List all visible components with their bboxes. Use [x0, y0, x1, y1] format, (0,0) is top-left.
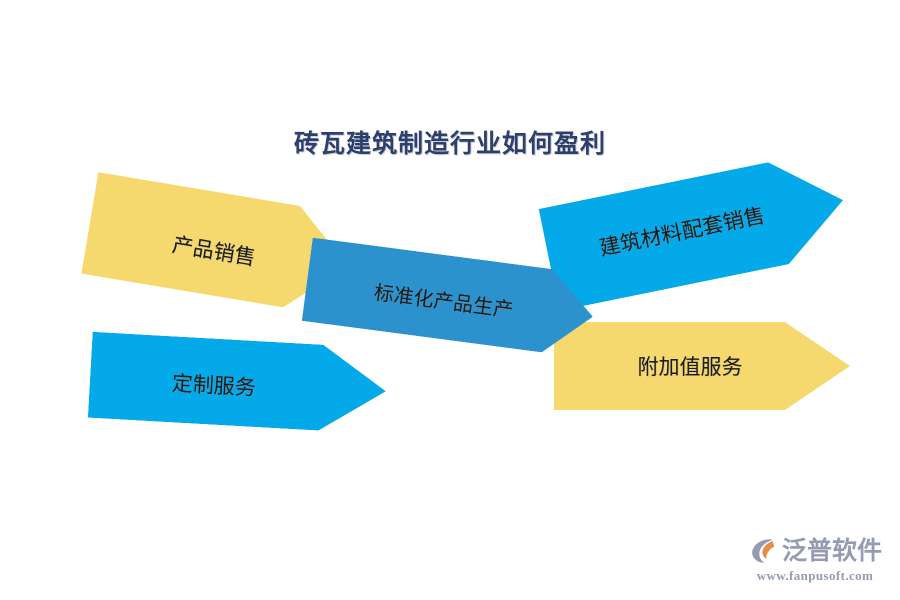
arrow-standard-production-label: 标准化产品生产 — [372, 281, 515, 322]
arrow-value-added-service[interactable]: 附加值服务 — [554, 322, 850, 410]
page-title: 砖瓦建筑制造行业如何盈利 — [293, 131, 606, 158]
brand-logo: 泛普软件 www.fanpusoft.com — [748, 536, 882, 584]
arrow-value-added-service-label: 附加值服务 — [637, 355, 743, 379]
brand-url: www.fanpusoft.com — [756, 568, 874, 583]
arrow-product-sales-label: 产品销售 — [170, 231, 258, 270]
fanpu-swoosh-icon — [748, 536, 778, 566]
arrow-custom-service-label: 定制服务 — [171, 371, 257, 400]
arrow-building-materials[interactable]: 建筑材料配套销售 — [539, 149, 854, 311]
brand-name: 泛普软件 — [781, 537, 882, 565]
arrow-custom-service[interactable]: 定制服务 — [88, 332, 388, 434]
arrow-building-materials-label: 建筑材料配套销售 — [597, 203, 767, 261]
brand-logo-row: 泛普软件 — [748, 536, 882, 566]
